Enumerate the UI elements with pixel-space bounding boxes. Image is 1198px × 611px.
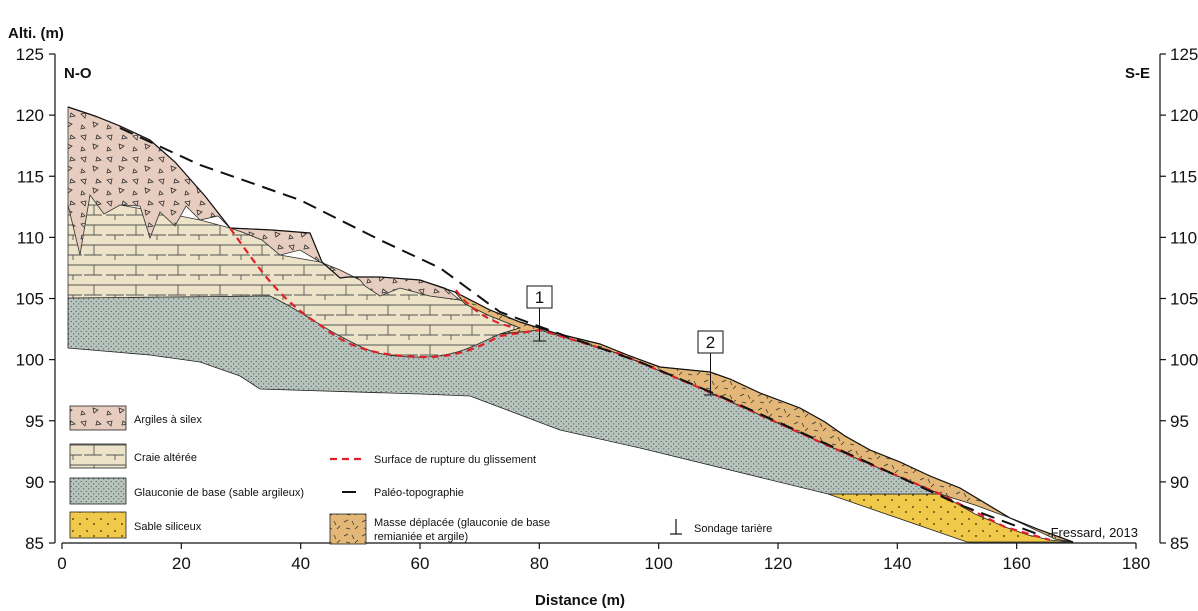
paleo-topography-line xyxy=(119,127,1041,536)
legend-item-paleo: Paléo-topographie xyxy=(342,487,464,499)
y-axis-ticks: 125 125 120 120 115 115 110 110 105 105 100 100 95 95… xyxy=(16,45,1198,553)
y-tick-label-left: 95 xyxy=(25,412,44,431)
y-tick-label-left: 105 xyxy=(16,290,44,309)
y-tick-label-left: 125 xyxy=(16,45,44,64)
y-tick-label-left: 115 xyxy=(17,167,44,186)
x-tick-label: 100 xyxy=(644,554,672,573)
borehole-2-label: 2 xyxy=(706,333,715,352)
y-tick-label-right: 115 xyxy=(1170,167,1197,186)
y-tick-label-right: 120 xyxy=(1170,106,1198,125)
x-tick-label: 40 xyxy=(291,554,310,573)
y-tick-label-left: 100 xyxy=(16,351,44,370)
x-tick-label: 140 xyxy=(883,554,911,573)
legend-item-masse: Masse déplacée (glauconie de base remian… xyxy=(329,513,550,545)
direction-left: N-O xyxy=(64,65,92,82)
x-tick-label: 20 xyxy=(172,554,191,573)
y-tick-label-right: 125 xyxy=(1170,45,1198,64)
legend-label-argiles: Argiles à silex xyxy=(134,414,202,426)
y-tick-label-right: 100 xyxy=(1170,351,1198,370)
legend-label-paleo: Paléo-topographie xyxy=(374,487,464,499)
x-axis-label: Distance (m) xyxy=(535,592,625,609)
y-tick-label-right: 90 xyxy=(1170,473,1189,492)
legend-label-rupture: Surface de rupture du glissement xyxy=(374,454,536,466)
y-tick-label-left: 90 xyxy=(25,473,44,492)
x-tick-label: 0 xyxy=(57,554,66,573)
y-tick-label-right: 85 xyxy=(1170,534,1189,553)
x-tick-label: 180 xyxy=(1122,554,1150,573)
legend-label-sable: Sable siliceux xyxy=(134,521,202,533)
borehole-2: 2 xyxy=(697,330,724,396)
legend-label-sondage: Sondage tarière xyxy=(694,523,772,535)
rupture-surface-inner xyxy=(455,289,516,329)
y-tick-label-right: 95 xyxy=(1170,412,1189,431)
x-tick-label: 60 xyxy=(411,554,430,573)
borehole-1-label: 1 xyxy=(535,288,544,307)
y-tick-label-left: 120 xyxy=(16,106,44,125)
rupture-surface-line xyxy=(229,227,1051,542)
legend-item-rupture: Surface de rupture du glissement xyxy=(330,454,536,466)
x-axis-ticks: 0 20 40 60 80 100 120 140 160 180 xyxy=(57,543,1150,573)
legend-item-craie: Craie altérée xyxy=(69,443,197,469)
legend-item-argiles: Argiles à silex xyxy=(69,405,202,431)
legend: Argiles à silex Craie altérée Glauconie … xyxy=(69,405,772,545)
x-tick-label: 120 xyxy=(764,554,792,573)
legend-label-masse-1: Masse déplacée (glauconie de base xyxy=(374,517,550,529)
y-tick-label-right: 110 xyxy=(1170,228,1197,247)
legend-label-glauconie: Glauconie de base (sable argileux) xyxy=(134,487,304,499)
legend-item-sable: Sable siliceux xyxy=(69,511,202,539)
y-tick-label-right: 105 xyxy=(1170,290,1198,309)
credit-text: Fressard, 2013 xyxy=(1051,525,1138,540)
legend-label-masse-2: remianiée et argile) xyxy=(374,531,468,543)
y-tick-label-left: 110 xyxy=(17,228,44,247)
legend-item-glauconie: Glauconie de base (sable argileux) xyxy=(69,477,304,505)
ground-surface-line xyxy=(67,106,1074,543)
legend-label-craie: Craie altérée xyxy=(134,452,197,464)
legend-item-sondage: Sondage tarière xyxy=(670,519,772,535)
borehole-1: 1 xyxy=(526,285,553,342)
x-tick-label: 80 xyxy=(530,554,549,573)
x-tick-label: 160 xyxy=(1002,554,1030,573)
y-axis-label: Alti. (m) xyxy=(8,25,64,42)
direction-right: S-E xyxy=(1125,65,1150,82)
y-tick-label-left: 85 xyxy=(25,534,44,553)
